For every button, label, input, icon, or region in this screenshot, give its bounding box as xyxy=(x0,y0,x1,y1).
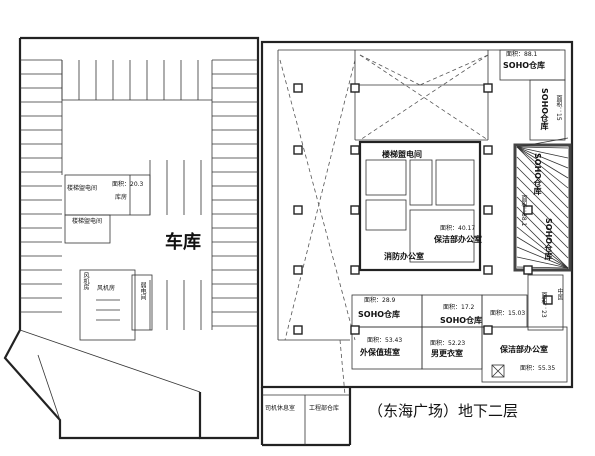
column-marker xyxy=(293,325,303,335)
room-right-storage-top: SOHO仓库 xyxy=(540,88,549,131)
column-marker xyxy=(523,205,533,215)
garage-title: 车库 xyxy=(165,232,201,253)
column-marker xyxy=(350,145,360,155)
room-stairwell-1: 楼梯盥电间 xyxy=(67,185,98,192)
room-engineering-storage: 工程部仓库 xyxy=(309,405,340,412)
column-marker xyxy=(293,145,303,155)
column-marker xyxy=(483,205,493,215)
column-marker xyxy=(483,265,493,275)
room-mid-storage-b-area: 面积：17.2 xyxy=(443,304,475,311)
column-marker xyxy=(523,265,533,275)
column-marker xyxy=(483,325,493,335)
column-marker xyxy=(350,325,360,335)
room-mens-locker: 男更衣室 xyxy=(431,349,463,358)
room-outsourced: 外保值班室 xyxy=(360,348,400,357)
room-stairwell-2: 楼梯盥电间 xyxy=(72,218,103,225)
structural-columns xyxy=(293,83,553,335)
building-outline xyxy=(260,40,574,447)
room-fan-1: 风机房 xyxy=(82,272,89,290)
room-core-top: 楼梯盥电间 xyxy=(382,150,422,159)
room-right-storage-top-area: 面积：15 xyxy=(555,95,562,121)
room-mid-storage-a-area: 面积：28.9 xyxy=(364,297,396,304)
room-top-storage-area: 面积：88.1 xyxy=(506,51,538,58)
column-marker xyxy=(483,145,493,155)
garage-outline xyxy=(3,36,260,440)
room-security-office-area: 面积：40.17 xyxy=(440,225,476,232)
column-marker xyxy=(350,205,360,215)
room-driver: 司机休息室 xyxy=(265,405,296,412)
column-marker xyxy=(293,205,303,215)
room-right-storage-area: 面积：88.1 xyxy=(520,195,527,227)
room-weak: 弱电间 xyxy=(139,282,146,300)
column-marker xyxy=(293,265,303,275)
column-marker xyxy=(293,83,303,93)
room-right-storage-hatched-1: SOHO仓库 xyxy=(533,153,542,196)
room-right-storage-hatched-2: SOHO仓库 xyxy=(544,218,553,261)
room-top-storage: SOHO仓库 xyxy=(503,61,546,70)
column-marker xyxy=(350,83,360,93)
room-cleaning-office: 保洁部办公室 xyxy=(500,345,548,354)
room-right-side-label: 中国 xyxy=(556,288,563,300)
room-mens-locker-area: 面积：52.23 xyxy=(430,340,466,347)
room-kitchen: 库房 xyxy=(115,194,128,201)
room-right-side-area: 面积：23 xyxy=(540,292,547,318)
room-mid-storage-a: SOHO仓库 xyxy=(358,310,401,319)
room-mid-storage-c-area: 面积：15.03 xyxy=(490,310,526,317)
column-marker xyxy=(483,83,493,93)
floor-caption: （东海广场）地下二层 xyxy=(368,402,519,420)
room-fan-2: 风机房 xyxy=(97,285,116,292)
room-mid-storage-b: SOHO仓库 xyxy=(440,316,483,325)
garage-service-rooms xyxy=(64,174,153,341)
room-security-office: 保洁部办公室 xyxy=(434,235,482,244)
room-police-office: 消防办公室 xyxy=(384,252,424,261)
room-stairwell-1-area: 面积：20.3 xyxy=(112,181,144,188)
column-marker xyxy=(350,265,360,275)
room-outsourced-area: 面积：53.43 xyxy=(367,337,403,344)
room-cleaning-office-area: 面积：55.35 xyxy=(520,365,556,372)
column-marker xyxy=(543,295,553,305)
